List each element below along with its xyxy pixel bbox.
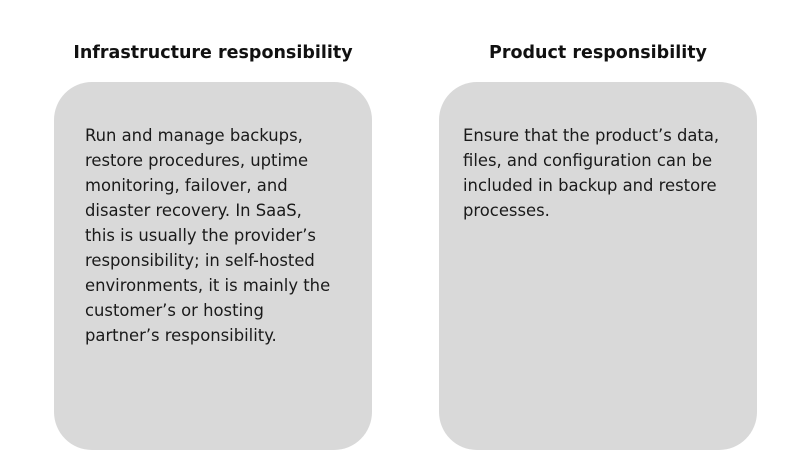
infrastructure-line: responsibility; in self-hosted [85,251,315,270]
product-description: Ensure that the product’s data, files, a… [463,123,743,223]
infrastructure-line: customer’s or hosting [85,301,264,320]
infrastructure-card [54,82,372,450]
product-card [439,82,757,450]
infrastructure-line: Run and manage backups, [85,126,303,145]
infrastructure-line: disaster recovery. In SaaS, [85,201,302,220]
infrastructure-title: Infrastructure responsibility [73,43,353,63]
product-line: files, and configuration can be [463,151,713,170]
product-title: Product responsibility [489,43,707,63]
infrastructure-line: this is usually the provider’s [85,226,316,245]
product-line: included in backup and restore [463,176,717,195]
infrastructure-line: restore procedures, uptime [85,151,309,170]
product-line: Ensure that the product’s data, [463,126,720,145]
infrastructure-line: environments, it is mainly the [85,276,331,295]
infrastructure-description: Run and manage backups, restore procedur… [85,123,347,348]
product-line: processes. [463,201,550,220]
infrastructure-line: monitoring, failover, and [85,176,288,195]
infrastructure-line: partner’s responsibility. [85,326,277,345]
